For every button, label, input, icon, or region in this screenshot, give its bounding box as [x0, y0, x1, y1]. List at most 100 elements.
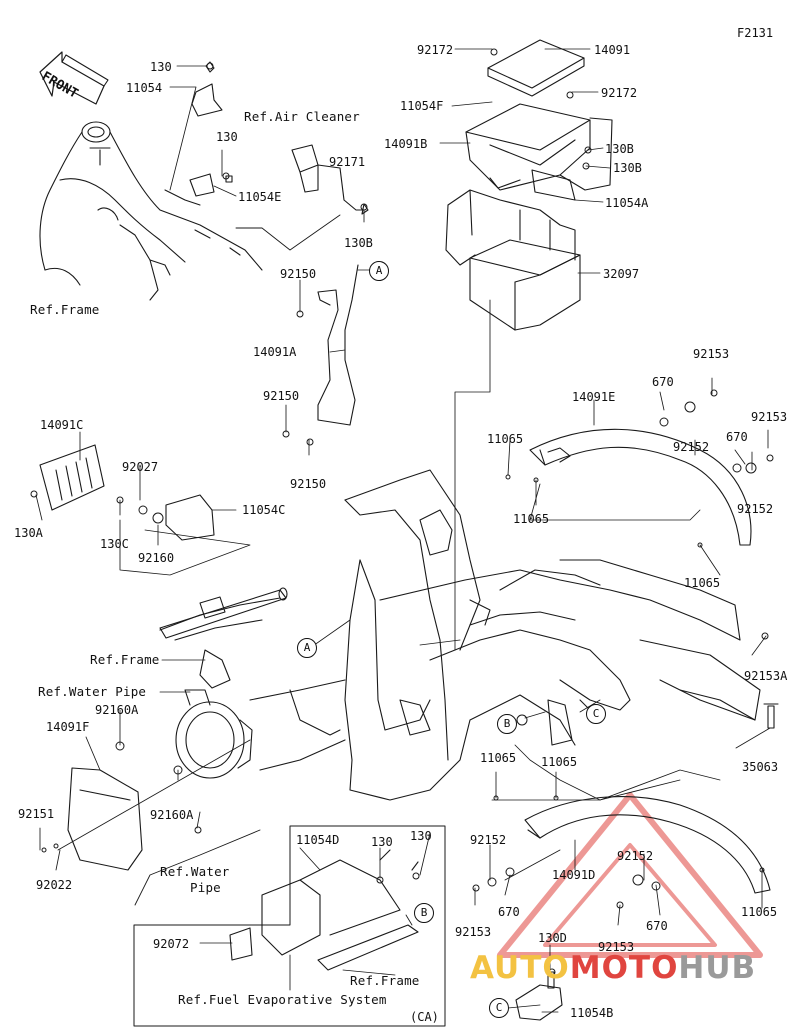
part-92160: 92160: [138, 551, 175, 565]
part-14091A: 14091A: [253, 345, 297, 359]
part-11065: 11065: [541, 755, 578, 769]
part-92153: 92153: [751, 410, 788, 424]
frame-front-head: [39, 121, 263, 301]
part-92150: 92150: [263, 389, 300, 403]
part-92160A: 92160A: [150, 808, 194, 822]
part-130: 130: [371, 835, 393, 849]
part-11054E: 11054E: [238, 190, 282, 204]
part-92153: 92153: [693, 347, 730, 361]
part-14091C: 14091C: [40, 418, 84, 432]
part-130C: 130C: [100, 537, 129, 551]
part-11065: 11065: [741, 905, 778, 919]
part-14091F: 14091F: [46, 720, 90, 734]
callout-c: C: [489, 998, 509, 1018]
ref-water-pipe: Ref.Water: [160, 864, 230, 879]
part-11054: 11054: [126, 81, 163, 95]
watermark-part-2: MOTO: [569, 950, 679, 986]
part-130A: 130A: [14, 526, 43, 540]
callout-a: A: [369, 261, 389, 281]
front-arrow-icon: [39, 51, 109, 105]
callout-b: B: [497, 714, 517, 734]
part-130B: 130B: [613, 161, 642, 175]
part-14091D: 14091D: [552, 868, 596, 882]
part-130B: 130B: [605, 142, 634, 156]
watermark-part-1: AUTO: [470, 950, 570, 986]
bracket-11054C: [165, 494, 215, 541]
watermark-part-3: HUB: [678, 950, 757, 986]
part-92152: 92152: [617, 849, 654, 863]
leader-ca: [134, 829, 261, 906]
fender-14091E: [529, 428, 752, 546]
leader-air: [235, 214, 341, 251]
part-11054C: 11054C: [242, 503, 286, 517]
part-92160A: 92160A: [95, 703, 139, 717]
part-670: 670: [726, 430, 748, 444]
part-11054F: 11054F: [400, 99, 444, 113]
bracket-11054: [191, 61, 223, 117]
fender-14091D: [524, 796, 771, 894]
part-32097: 32097: [603, 267, 640, 281]
part-130D: 130D: [538, 931, 567, 945]
part-92027: 92027: [122, 460, 159, 474]
watermark-triangle: [497, 792, 763, 958]
bracket-14091A: [317, 264, 359, 426]
ref-fuel-evaporative-system: Ref.Fuel Evaporative System: [178, 992, 387, 1007]
part-14091E: 14091E: [572, 390, 616, 404]
ref-water-pipe: Pipe: [190, 880, 221, 895]
part-92171: 92171: [329, 155, 366, 169]
part-92150: 92150: [290, 477, 327, 491]
part-11065: 11065: [487, 432, 524, 446]
part-92151: 92151: [18, 807, 55, 821]
ref-air-cleaner: Ref.Air Cleaner: [244, 109, 360, 124]
part-130B: 130B: [344, 236, 373, 250]
part-670: 670: [646, 919, 668, 933]
part-130: 130: [216, 130, 238, 144]
cover-14091F: [67, 767, 143, 871]
water-pump: [175, 689, 253, 779]
bolt-35063: [763, 703, 779, 729]
callout-b: B: [414, 903, 434, 923]
callout-c: C: [586, 704, 606, 724]
cover-14091C: [39, 444, 105, 511]
part-130: 130: [150, 60, 172, 74]
battery-32097: [469, 239, 581, 331]
battery-tray: [445, 189, 576, 266]
frame-crossmember: [159, 587, 288, 639]
part-670: 670: [652, 375, 674, 389]
part-14091B: 14091B: [384, 137, 428, 151]
part-92022: 92022: [36, 878, 73, 892]
part-11054D: 11054D: [296, 833, 340, 847]
part-670: 670: [498, 905, 520, 919]
fasteners: [30, 48, 774, 976]
part-92152: 92152: [470, 833, 507, 847]
figure-code: F2131: [737, 26, 774, 40]
air-cleaner-sensor: [291, 144, 369, 215]
battery-case-14091B: [465, 103, 613, 191]
part-92153A: 92153A: [744, 669, 788, 683]
part-14091: 14091: [594, 43, 631, 57]
bracket-11054E: [189, 173, 233, 197]
part-35063: 35063: [742, 760, 779, 774]
battery-cover-14091: [487, 39, 585, 97]
part-92150: 92150: [280, 267, 317, 281]
part-92152: 92152: [737, 502, 774, 516]
part-92172: 92172: [417, 43, 454, 57]
callout-a: A: [297, 638, 317, 658]
ref-water-pipe: Ref.Water Pipe: [38, 684, 147, 699]
ca-region-label: (CA): [410, 1010, 439, 1024]
part-11065: 11065: [684, 576, 721, 590]
battery-holder-11054A: [531, 169, 576, 201]
part-92153: 92153: [455, 925, 492, 939]
main-frame: [159, 469, 761, 801]
ca-inset-box: [133, 825, 446, 1027]
part-11054A: 11054A: [605, 196, 649, 210]
part-11054B: 11054B: [570, 1006, 614, 1020]
bracket-11054B: [515, 971, 563, 1021]
part-92153: 92153: [598, 940, 635, 954]
ref-frame: Ref.Frame: [30, 302, 100, 317]
watermark-logo: AUTOMOTOHUB: [470, 950, 756, 986]
part-92172: 92172: [601, 86, 638, 100]
evap-canister: [229, 849, 419, 971]
